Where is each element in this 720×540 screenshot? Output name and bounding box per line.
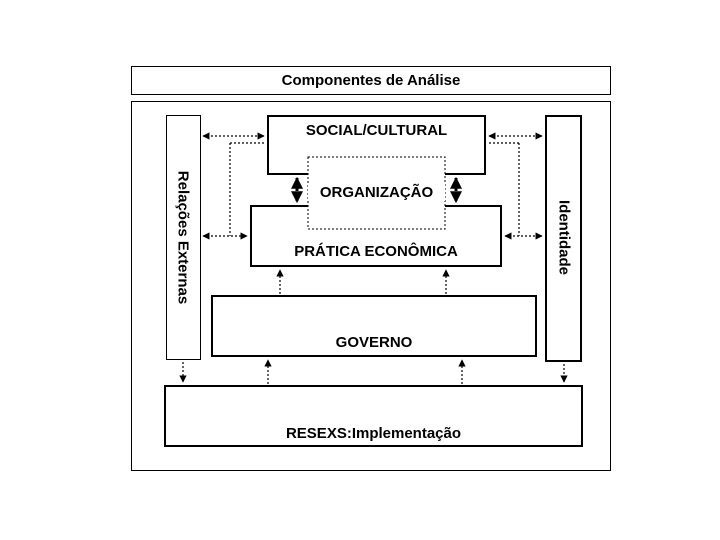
- relacoes-externas-box: [166, 115, 201, 360]
- diagram-title: Componentes de Análise: [281, 72, 461, 89]
- resexs-box: [164, 385, 583, 447]
- governo-box: [211, 295, 537, 357]
- resexs-label: RESEXS:Implementação: [285, 425, 462, 442]
- identidade-box: [545, 115, 582, 362]
- organizacao-label: ORGANIZAÇÃO: [308, 184, 445, 201]
- social-cultural-label: SOCIAL/CULTURAL: [305, 122, 448, 139]
- title-box: [131, 66, 611, 95]
- governo-label: GOVERNO: [335, 334, 413, 351]
- pratica-economica-label: PRÁTICA ECONÔMICA: [294, 243, 458, 260]
